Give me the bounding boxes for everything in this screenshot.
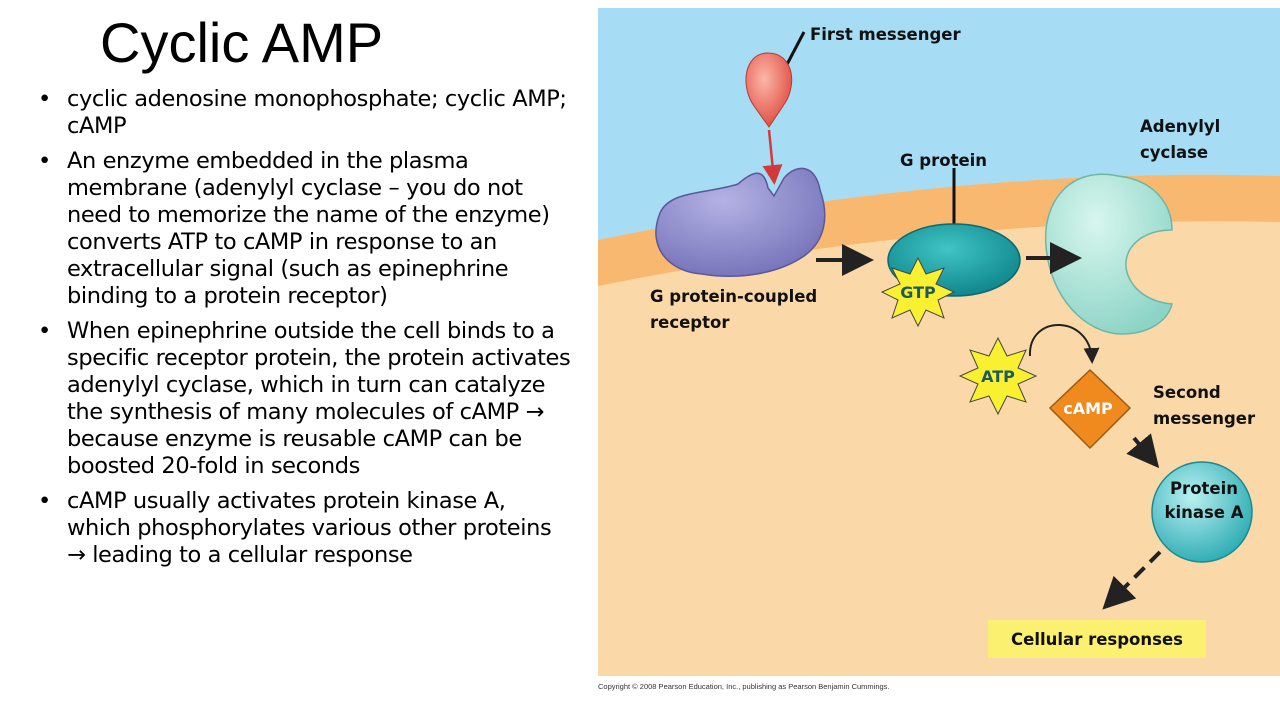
- camp-diamond: [1048, 368, 1132, 450]
- adenylyl-cyclase-label-line1: Adenylyl: [1140, 117, 1220, 136]
- first-messenger-label: First messenger: [810, 25, 961, 44]
- atp-conversion-arrow: [1028, 324, 1100, 364]
- gtp-burst: [880, 256, 956, 328]
- pka-to-responses-arrow: [1102, 550, 1162, 610]
- camp-label: cAMP: [1063, 399, 1113, 418]
- signal-binding-arrow: [762, 129, 783, 185]
- g-protein-coupled-receptor: [655, 167, 826, 277]
- bullet-list: cyclic adenosine monophosphate; cyclic A…: [38, 86, 573, 577]
- protein-kinase-label-line1: Protein: [1170, 479, 1238, 498]
- camp-to-pka-arrow: [1126, 433, 1160, 469]
- copyright-notice: Copyright © 2008 Pearson Education, Inc.…: [598, 682, 890, 691]
- first-messenger-molecule: [745, 52, 793, 128]
- cellular-responses-box: [988, 620, 1206, 658]
- protein-kinase-a: [1151, 461, 1253, 563]
- protein-kinase-label-line2: kinase A: [1164, 503, 1243, 522]
- bullet-epinephrine-pathway: When epinephrine outside the cell binds …: [38, 318, 573, 480]
- camp-pathway-figure: GTP ATP cAMP Protein kinase A Cellular r…: [598, 8, 1280, 676]
- receptor-label-line2: receptor: [650, 313, 730, 332]
- receptor-label-line1: G protein-coupled: [650, 287, 817, 306]
- second-messenger-label-line2: messenger: [1153, 409, 1256, 428]
- bullet-protein-kinase-a: cAMP usually activates protein kinase A,…: [38, 488, 573, 569]
- atp-burst: [958, 336, 1038, 416]
- gtp-label: GTP: [900, 283, 936, 302]
- bullet-enzyme-membrane: An enzyme embedded in the plasma membran…: [38, 148, 573, 310]
- bullet-camp-names: cyclic adenosine monophosphate; cyclic A…: [38, 86, 573, 140]
- cellular-responses-label: Cellular responses: [1011, 630, 1183, 649]
- g-protein-label: G protein: [900, 151, 987, 170]
- second-messenger-label-line1: Second: [1153, 383, 1221, 402]
- atp-label: ATP: [981, 367, 1015, 386]
- adenylyl-cyclase: [1044, 173, 1173, 335]
- pathway-diagram: GTP ATP cAMP Protein kinase A Cellular r…: [598, 8, 1280, 676]
- slide-title: Cyclic AMP: [100, 11, 384, 74]
- adenylyl-cyclase-label-line2: cyclase: [1140, 143, 1208, 162]
